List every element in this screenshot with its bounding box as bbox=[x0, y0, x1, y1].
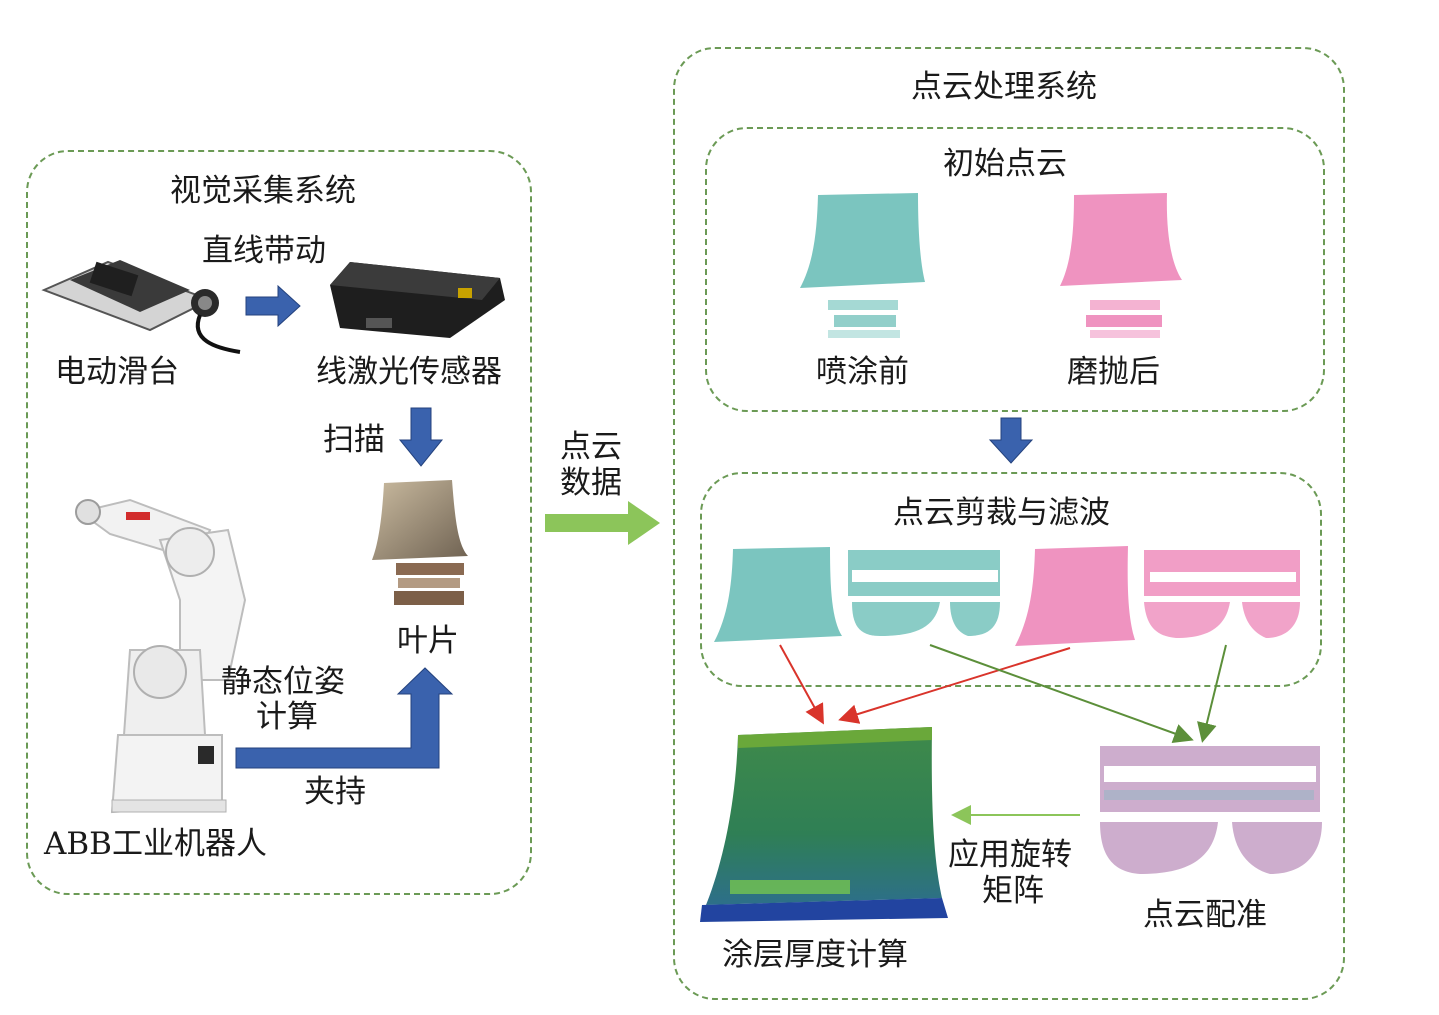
crop-filter-box bbox=[700, 472, 1322, 687]
teal-to-thickness-arrow bbox=[779, 644, 824, 725]
slide-to-sensor-arrow bbox=[245, 284, 301, 328]
vision-system-title: 视觉采集系统 bbox=[170, 173, 356, 209]
registration-label: 点云配准 bbox=[1143, 897, 1267, 933]
electric-slide-image bbox=[41, 260, 241, 354]
pink-to-thickness-arrow bbox=[838, 647, 1071, 724]
initial-cloud-title: 初始点云 bbox=[943, 146, 1067, 182]
clamp-label: 夹持 bbox=[304, 774, 366, 810]
laser-sensor-label: 线激光传感器 bbox=[316, 354, 502, 390]
processing-system-title: 点云处理系统 bbox=[911, 69, 1097, 105]
registration-image bbox=[1100, 746, 1322, 874]
point-cloud-data-arrow bbox=[545, 501, 660, 545]
abb-robot-label: ABB工业机器人 bbox=[44, 826, 267, 862]
teal-root-to-registration-arrow bbox=[929, 644, 1194, 743]
before-spray-label: 喷涂前 bbox=[816, 354, 909, 390]
initial-cloud-box bbox=[705, 127, 1325, 412]
vision-system-box bbox=[26, 150, 532, 895]
apply-rotation-label-2: 矩阵 bbox=[982, 873, 1044, 909]
apply-rotation-label-1: 应用旋转 bbox=[948, 837, 1072, 873]
cropped-pink-root bbox=[1144, 550, 1300, 638]
static-pose-label-2: 计算 bbox=[256, 699, 318, 735]
static-pose-label-1: 静态位姿 bbox=[221, 664, 345, 700]
point-cloud-data-label-2: 数据 bbox=[560, 465, 622, 501]
crop-filter-title: 点云剪裁与滤波 bbox=[893, 495, 1110, 531]
processing-system-box bbox=[673, 47, 1345, 1000]
scan-label: 扫描 bbox=[323, 422, 385, 458]
scan-arrow bbox=[398, 407, 444, 467]
pink-root-to-registration-arrow bbox=[1197, 644, 1227, 743]
processing-down-arrow bbox=[988, 417, 1034, 464]
abb-robot-image bbox=[75, 498, 247, 814]
clamp-arrow bbox=[235, 667, 454, 769]
blade-image bbox=[372, 480, 468, 605]
cropped-teal-blade bbox=[714, 547, 842, 642]
cropped-pink-blade bbox=[1015, 546, 1135, 646]
electric-slide-label: 电动滑台 bbox=[55, 354, 179, 390]
blade-label: 叶片 bbox=[397, 623, 459, 659]
linear-drive-label: 直线带动 bbox=[202, 233, 326, 269]
after-polish-cloud bbox=[1060, 193, 1182, 338]
thickness-map-image bbox=[700, 727, 948, 922]
after-polish-label: 磨抛后 bbox=[1067, 354, 1160, 390]
point-cloud-data-label-1: 点云 bbox=[560, 429, 622, 465]
laser-sensor-image bbox=[330, 262, 505, 338]
thickness-label: 涂层厚度计算 bbox=[722, 937, 908, 973]
before-spray-cloud bbox=[800, 193, 925, 338]
cropped-teal-root bbox=[848, 550, 1000, 636]
